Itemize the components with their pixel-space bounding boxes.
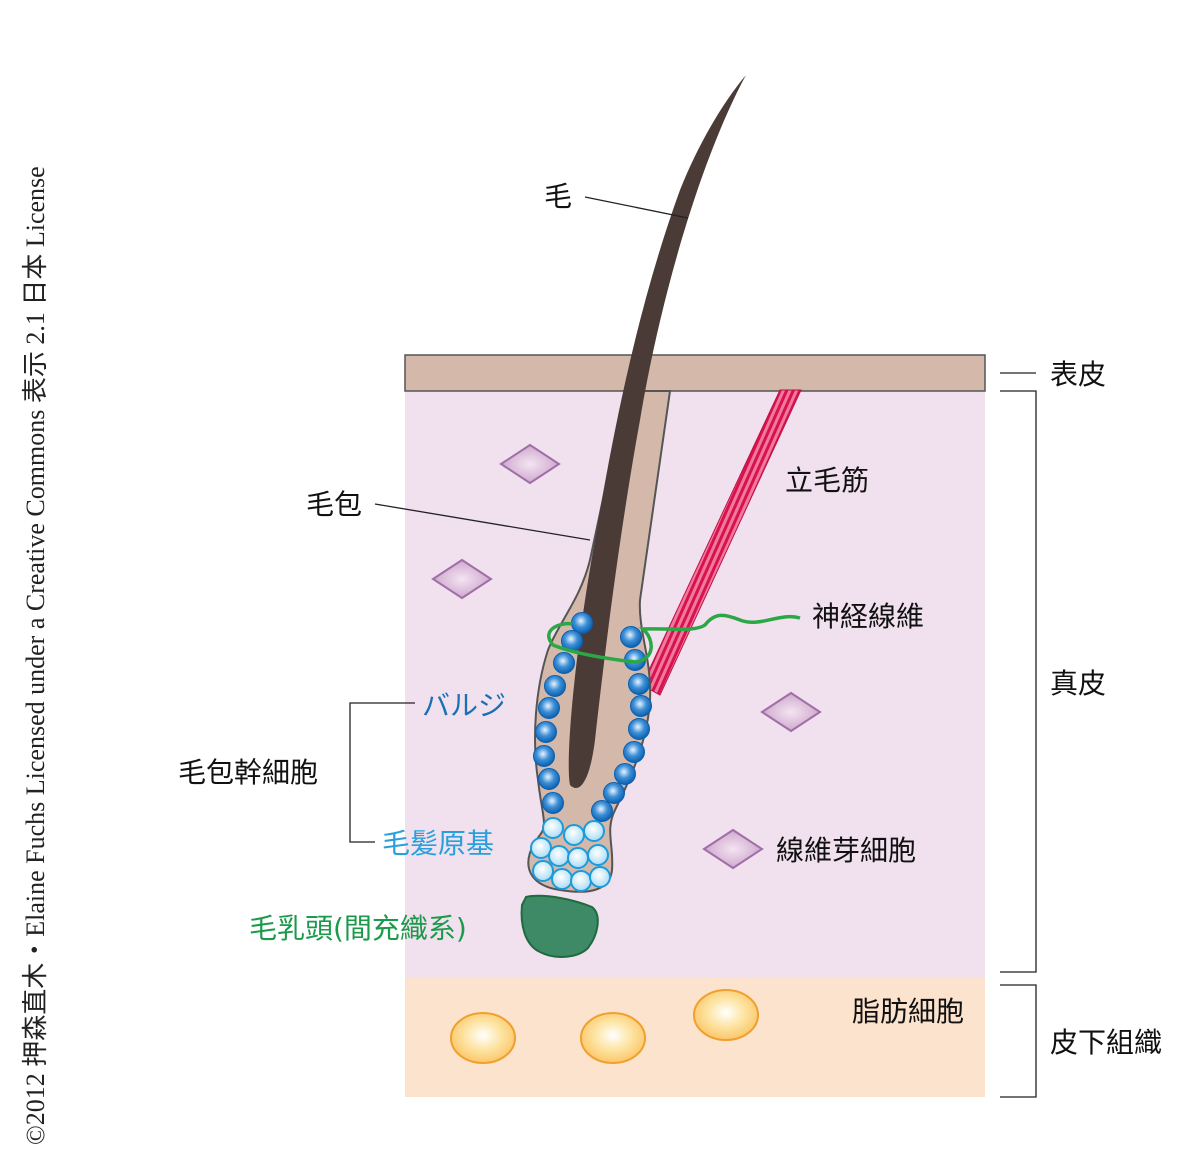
label-hair: 毛 <box>544 180 572 213</box>
dermis-layer <box>405 390 985 980</box>
fibroblast-cell <box>499 443 561 485</box>
follicle-leader <box>374 503 591 541</box>
arrector-pili-muscle <box>641 389 802 696</box>
label-nerve-fiber: 神経線維 <box>812 600 924 633</box>
label-hair-germ: 毛髪原基 <box>382 827 494 860</box>
fibroblast-cell <box>702 828 764 870</box>
germ-cell <box>530 837 552 859</box>
subcutaneous-bracket <box>1000 984 1037 1098</box>
fat-cells <box>450 989 759 1064</box>
epidermis-layer <box>404 354 986 392</box>
label-dermal-papilla: 毛乳頭(間充織系) <box>249 912 467 945</box>
stem-cell <box>628 718 650 740</box>
germ-cell <box>587 844 609 866</box>
label-dermis: 真皮 <box>1050 667 1106 700</box>
fat-cell <box>580 1012 646 1064</box>
dermal-papilla <box>520 894 599 958</box>
germ-cell <box>567 847 589 869</box>
stem-cell <box>603 782 625 804</box>
label-follicle-stem-cells: 毛包幹細胞 <box>178 756 318 789</box>
stem-cell <box>630 695 652 717</box>
label-adipocyte: 脂肪細胞 <box>852 995 964 1028</box>
label-subcutaneous: 皮下組織 <box>1050 1026 1162 1059</box>
dermis-bracket <box>1000 390 1037 973</box>
stem-cell <box>535 721 557 743</box>
stem-cell <box>542 792 564 814</box>
leader-lines <box>349 196 1037 1098</box>
germ-cell <box>563 824 585 846</box>
stem-cell <box>591 800 613 822</box>
label-arrector-pili: 立毛筋 <box>785 464 869 497</box>
stem-cell <box>614 763 636 785</box>
stem-cell <box>623 741 645 763</box>
stem-cell <box>620 626 642 648</box>
label-follicle: 毛包 <box>306 488 362 521</box>
label-epidermis: 表皮 <box>1050 358 1106 391</box>
fibroblast-cell <box>431 558 493 600</box>
stem-cell <box>538 768 560 790</box>
fibroblast-cell <box>760 691 822 733</box>
hair-germ-cells <box>530 817 611 892</box>
stem-cell <box>553 652 575 674</box>
fat-cell <box>693 989 759 1041</box>
germ-cell <box>542 817 564 839</box>
hair-leader <box>584 196 689 219</box>
germ-cell <box>583 820 605 842</box>
copyright-credit: ©2012 押森直木・Elaine Fuchs Licensed under a… <box>21 166 50 1145</box>
germ-cell <box>570 870 592 892</box>
label-bulge: バルジ <box>422 689 506 722</box>
germ-cell <box>589 866 611 888</box>
germ-cell <box>551 868 573 890</box>
label-fibroblast: 線維芽細胞 <box>776 834 916 867</box>
hair-shaft <box>568 75 746 788</box>
stem-cell <box>628 673 650 695</box>
fat-cell <box>450 1012 516 1064</box>
stem-cell <box>533 745 555 767</box>
stem-cell <box>538 697 560 719</box>
germ-cell <box>532 860 554 882</box>
stem-cell <box>544 675 566 697</box>
stem-cell-bracket <box>349 702 415 843</box>
bulge-stem-cells <box>533 612 652 822</box>
fibroblast-cells <box>431 443 822 870</box>
nerve-fiber <box>547 613 801 664</box>
germ-cell <box>548 845 570 867</box>
